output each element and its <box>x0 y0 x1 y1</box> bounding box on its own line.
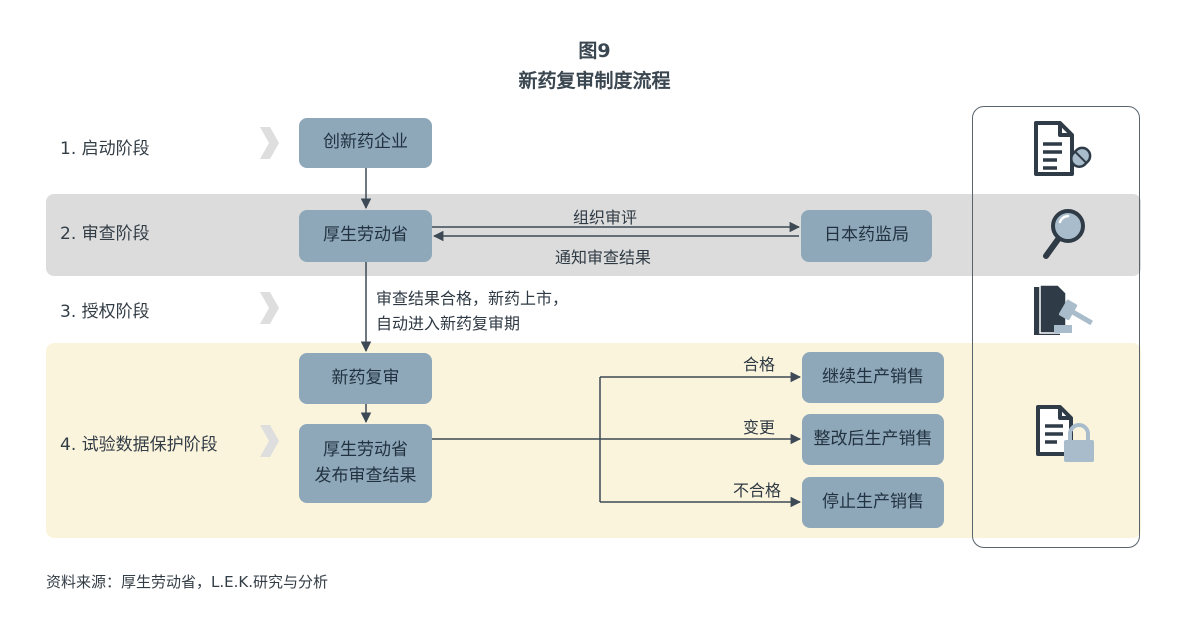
approval-note-line2: 自动进入新药复审期 <box>376 312 568 337</box>
gavel-document-icon <box>1032 283 1096 337</box>
pmda-label: 日本药监局 <box>824 223 909 249</box>
document-pill-icon <box>1032 120 1096 178</box>
mhlw-review-box: 厚生劳动省 <box>299 210 432 262</box>
change-label: 变更 <box>743 414 775 438</box>
stop-sales-box: 停止生产销售 <box>802 477 944 528</box>
mhlw-publish-label-line2: 发布审查结果 <box>315 464 417 490</box>
pmda-box: 日本药监局 <box>801 210 932 262</box>
fail-label: 不合格 <box>733 477 781 501</box>
organize-review-label: 组织审评 <box>573 204 637 228</box>
source-note: 资料来源：厚生劳动省，L.E.K.研究与分析 <box>46 571 328 592</box>
rectify-sales-label: 整改后生产销售 <box>814 427 933 453</box>
pass-label: 合格 <box>743 351 775 375</box>
rectify-sales-box: 整改后生产销售 <box>802 414 944 465</box>
mhlw-review-label: 厚生劳动省 <box>323 223 408 249</box>
magnifier-icon <box>1040 208 1090 262</box>
approval-note-line1: 审查结果合格，新药上市， <box>376 287 568 312</box>
innovator-label: 创新药企业 <box>323 130 408 156</box>
reexam-label: 新药复审 <box>332 366 400 392</box>
notify-result-label: 通知审查结果 <box>555 244 651 268</box>
continue-sales-box: 继续生产销售 <box>802 352 944 403</box>
document-lock-icon <box>1035 404 1095 464</box>
continue-sales-label: 继续生产销售 <box>822 365 924 391</box>
reexam-box: 新药复审 <box>299 353 432 404</box>
innovator-box: 创新药企业 <box>299 118 432 168</box>
mhlw-publish-label-line1: 厚生劳动省 <box>323 438 408 464</box>
mhlw-publish-box: 厚生劳动省 发布审查结果 <box>299 424 432 503</box>
stop-sales-label: 停止生产销售 <box>822 490 924 516</box>
approval-note: 审查结果合格，新药上市， 自动进入新药复审期 <box>376 287 568 337</box>
